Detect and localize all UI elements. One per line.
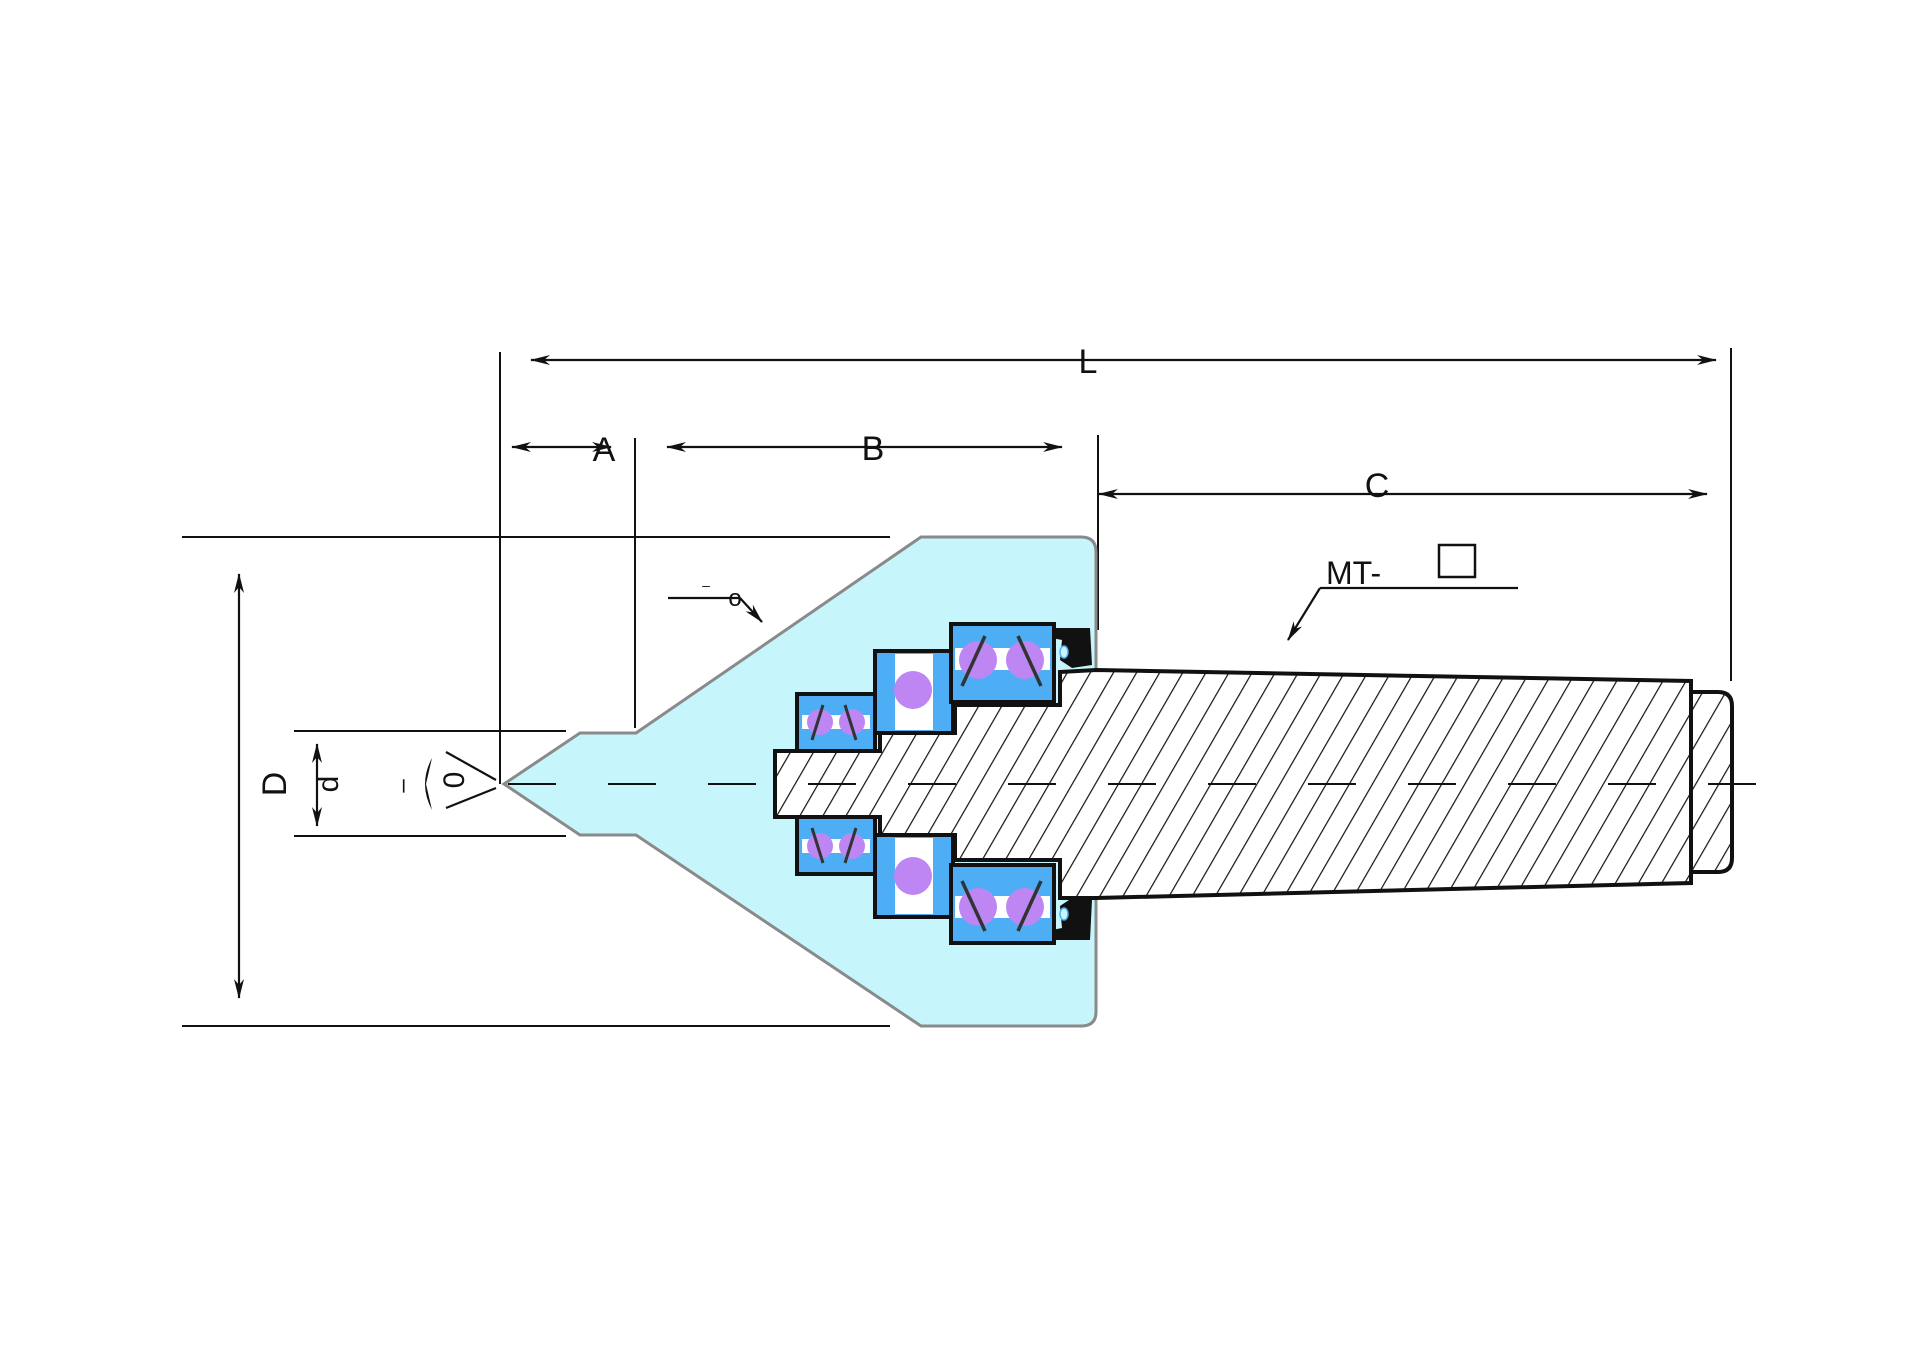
extension-lines <box>182 348 1732 1027</box>
body-angle-arrow <box>739 597 763 623</box>
label-c: C <box>1365 467 1390 505</box>
bearing-front-top <box>795 692 877 753</box>
label-small-d: d <box>312 776 345 793</box>
seal-bottom <box>1052 898 1092 940</box>
mt-size-box <box>1437 543 1477 579</box>
label-body-angle: o <box>728 585 741 612</box>
tip-angle-line-bottom <box>445 786 497 810</box>
label-mt: MT- <box>1326 555 1381 591</box>
bearing-rear-bottom <box>949 863 1056 945</box>
label-b: B <box>862 430 885 468</box>
bearing-front-bottom <box>795 815 877 876</box>
label-tip-angle: 0 <box>438 772 471 789</box>
label-d: D <box>256 772 294 797</box>
label-l: L <box>1079 343 1098 381</box>
bearing-middle-top <box>873 649 955 735</box>
shank-tang <box>1689 690 1734 874</box>
label-tip-angle-dash: – <box>389 779 416 793</box>
label-body-angle-dash: – <box>702 577 710 593</box>
label-a: A <box>593 431 616 469</box>
bearing-middle-bottom <box>873 833 955 919</box>
tip-angle-line-top <box>445 751 497 781</box>
bearing-rear-top <box>949 622 1056 704</box>
mt-leader-arrow <box>1287 587 1321 641</box>
seal-top <box>1052 628 1092 668</box>
tip-angle-arrow <box>425 758 432 810</box>
